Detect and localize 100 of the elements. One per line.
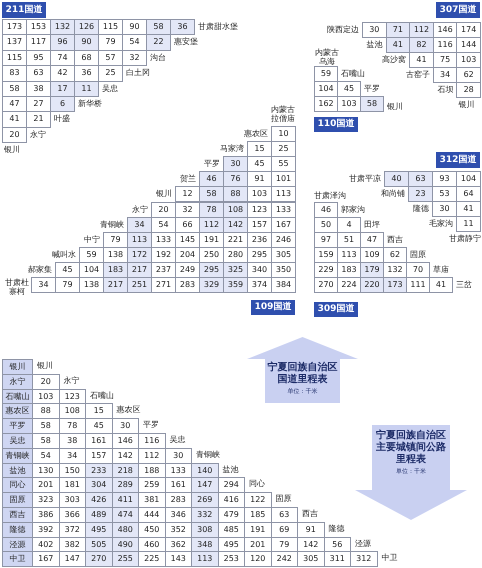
- distance-value: 11: [74, 80, 99, 97]
- distance-value: 10: [271, 126, 296, 142]
- distance-value: 112: [199, 216, 224, 233]
- distance-value: 179: [360, 262, 384, 278]
- distance-value: 217: [127, 262, 152, 278]
- distance-value: 62: [383, 247, 407, 263]
- distance-value: 41: [429, 277, 453, 293]
- place-name: 叶盛: [54, 113, 70, 126]
- distance-value: 58: [146, 19, 171, 36]
- distance-value: 28: [456, 82, 481, 98]
- distance-value: 108: [223, 202, 248, 218]
- place-name: 内蒙古拉僧庙: [270, 105, 296, 123]
- place-name: 古窑子: [406, 69, 430, 81]
- place-name: 陕西定边: [327, 24, 359, 36]
- distance-value: 270: [314, 277, 338, 293]
- place-name: 隆德: [413, 203, 429, 215]
- row-header: 银川: [2, 359, 33, 375]
- row-header: 平罗: [2, 418, 33, 434]
- distance-value: 30: [223, 156, 248, 172]
- row-header: 青铜峡: [2, 448, 33, 464]
- table-title: 宁夏回族自治区主要城镇间公路里程表: [375, 430, 447, 466]
- distance-value: 173: [2, 19, 27, 36]
- place-name: 甘肃泽沟: [314, 190, 346, 202]
- place-name: 石嘴山: [341, 68, 365, 80]
- distance-value: 46: [199, 171, 224, 188]
- row-header: 固原: [2, 492, 33, 508]
- distance-value: 46: [314, 202, 338, 218]
- place-name: 石坝: [437, 84, 454, 96]
- distance-value: 270: [85, 551, 112, 568]
- place-name: 郭家沟: [341, 204, 365, 216]
- distance-value: 162: [314, 96, 338, 112]
- distance-value: 15: [247, 141, 272, 158]
- place-name: 沟台: [150, 52, 166, 64]
- distance-value: 217: [103, 277, 128, 294]
- distance-value: 22: [146, 34, 171, 51]
- distance-value: 41: [386, 37, 410, 53]
- place-name: 西吉: [387, 234, 403, 246]
- place-name: 平罗: [143, 419, 159, 432]
- place-name: 银川: [458, 99, 474, 111]
- row-header: 惠农区: [2, 403, 33, 420]
- place-name: 固原: [276, 493, 292, 506]
- place-name: 西吉: [302, 508, 318, 520]
- distance-value: 20: [32, 374, 60, 390]
- distance-value: 4: [337, 217, 361, 233]
- place-name: 银川: [4, 144, 20, 156]
- distance-value: 20: [151, 202, 176, 218]
- distance-value: 45: [55, 262, 80, 278]
- distance-value: 20: [2, 126, 27, 144]
- distance-value: 251: [127, 277, 152, 294]
- route-badge: 307国道: [436, 2, 480, 18]
- distance-value: 32: [122, 50, 147, 66]
- place-name: 新华桥: [78, 98, 102, 110]
- distance-value: 294: [218, 477, 245, 494]
- distance-value: 384: [271, 277, 296, 294]
- distance-value: 78: [199, 202, 224, 218]
- distance-value: 30: [164, 448, 192, 464]
- row-header: 吴忠: [2, 433, 33, 449]
- place-name: 盐池: [222, 464, 238, 476]
- distance-value: 359: [223, 277, 248, 294]
- place-name: 内蒙古乌海: [314, 48, 340, 66]
- place-name: 平罗: [364, 83, 380, 95]
- distance-value: 304: [85, 477, 112, 494]
- distance-value: 70: [406, 262, 430, 278]
- place-name: 永宁: [30, 128, 46, 141]
- place-name: 高沙窝: [382, 54, 406, 66]
- row-header: 同心: [2, 477, 33, 494]
- distance-value: 174: [456, 22, 481, 38]
- row-header: 西吉: [2, 507, 33, 523]
- distance-value: 59: [314, 66, 338, 82]
- place-name: 永宁: [64, 374, 80, 387]
- place-name: 固原: [410, 249, 426, 261]
- distance-value: 495: [85, 522, 112, 538]
- place-name: 田坪: [364, 219, 380, 231]
- place-name: 青铜峡: [100, 218, 124, 231]
- distance-value: 58: [360, 96, 384, 112]
- distance-value: 30: [112, 418, 139, 434]
- distance-value: 308: [191, 522, 218, 538]
- place-name: 惠农区: [244, 128, 268, 140]
- place-name: 吴忠: [170, 434, 186, 446]
- place-name: 石嘴山: [90, 390, 114, 402]
- distance-value: 21: [26, 111, 51, 128]
- route-badge: 312国道: [436, 152, 480, 168]
- row-header: 永宁: [2, 374, 33, 390]
- place-name: 银川: [37, 360, 53, 372]
- distance-value: 113: [271, 186, 296, 202]
- distance-value: 25: [98, 65, 123, 82]
- distance-value: 34: [31, 277, 56, 294]
- place-name: 吴忠: [102, 82, 118, 95]
- distance-value: 183: [103, 262, 128, 278]
- distance-value: 36: [170, 19, 195, 36]
- distance-value: 295: [199, 262, 224, 278]
- distance-value: 133: [271, 202, 296, 218]
- distance-value: 34: [432, 67, 458, 83]
- distance-value: 113: [191, 551, 218, 568]
- place-name: 隆德: [328, 522, 344, 535]
- route-badge: 110国道: [314, 117, 358, 132]
- place-name: 白土冈: [126, 67, 150, 80]
- distance-value: 142: [223, 216, 248, 233]
- place-name: 和尚铺: [381, 188, 405, 200]
- route-badge: 211国道: [2, 2, 46, 18]
